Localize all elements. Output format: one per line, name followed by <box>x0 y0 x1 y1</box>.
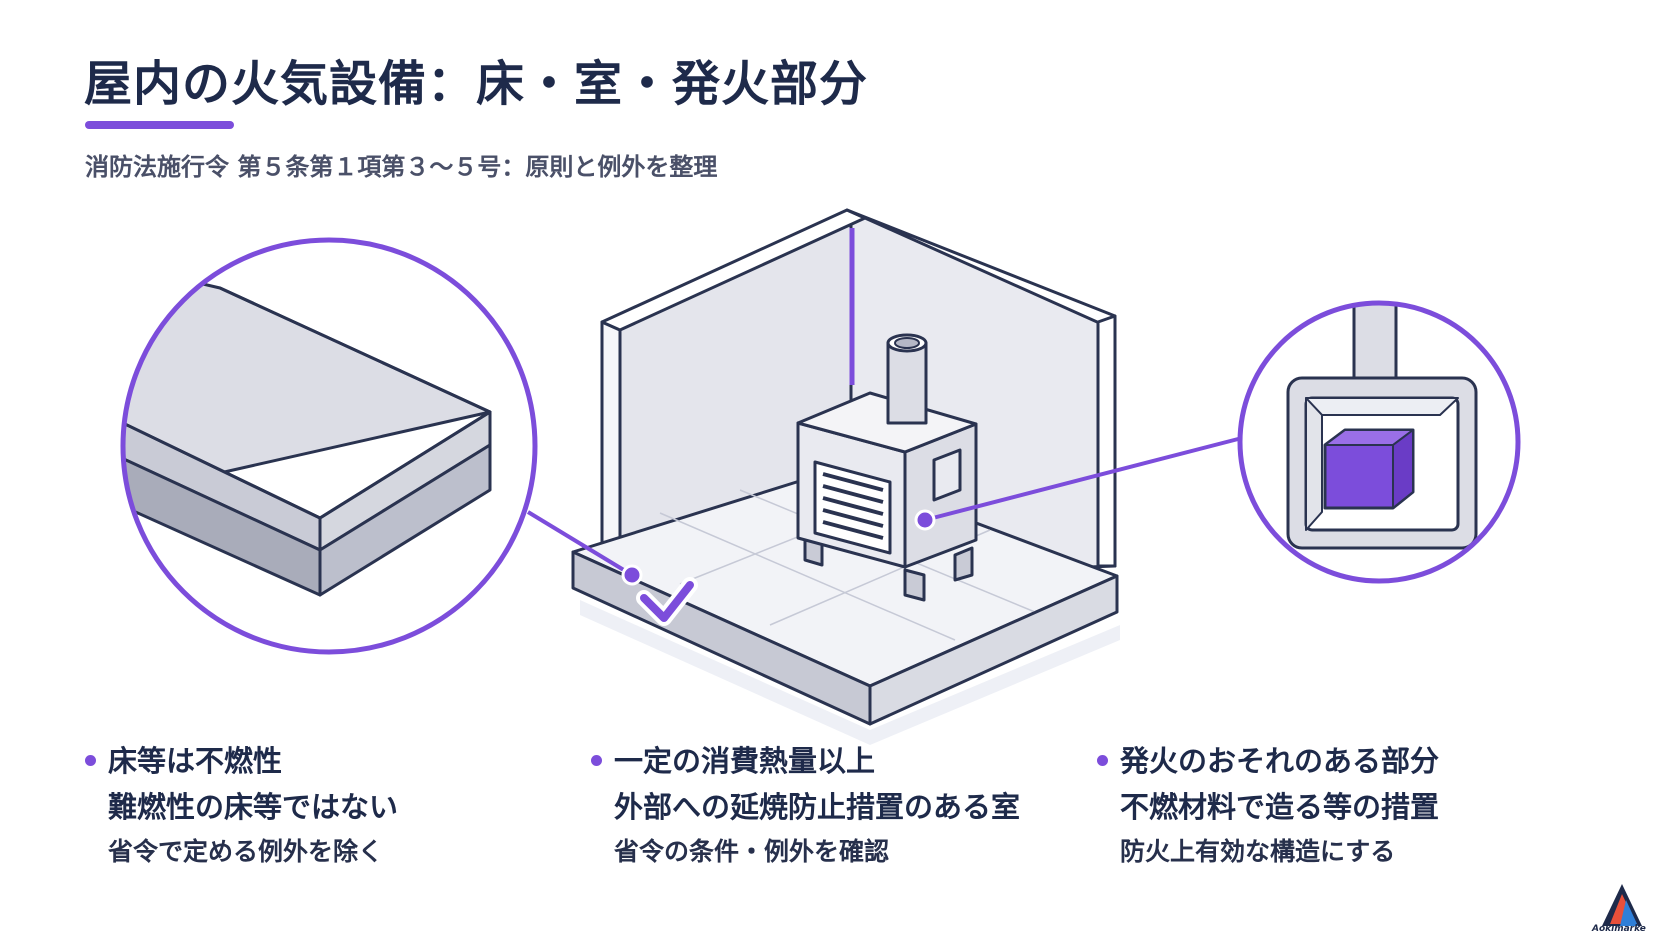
title-underline <box>85 121 234 129</box>
column-ignition-line3: 防火上有効な構造にする <box>1120 837 1396 866</box>
column-room-line3: 省令の条件・例外を確認 <box>614 837 890 866</box>
aokimarke-logo <box>1602 884 1642 926</box>
column-floor-line2: 難燃性の床等ではない <box>108 790 399 824</box>
column-floor-line3: 省令で定める例外を除く <box>108 837 384 866</box>
checkmark-icon <box>636 577 698 626</box>
column-room-line2: 外部への延焼防止措置のある室 <box>614 790 1021 824</box>
connector-left-dot <box>621 564 643 586</box>
firebox-zoom-circle <box>1237 300 1521 584</box>
column-ignition-heading: 発火のおそれのある部分 <box>1097 738 1439 784</box>
bullet-icon <box>1097 755 1108 766</box>
column-room-heading: 一定の消費熱量以上 <box>591 738 1020 784</box>
column-floor: 床等は不燃性 難燃性の床等ではない 省令で定める例外を除く <box>85 738 399 874</box>
connector-left <box>526 510 634 577</box>
column-ignition-line2: 不燃材料で造る等の措置 <box>1120 790 1440 824</box>
heater-illustration <box>796 333 978 602</box>
page-subtitle: 消防法施行令 第５条第１項第３～５号：原則と例外を整理 <box>85 153 718 181</box>
logo-text: Aokimarke <box>1592 924 1646 934</box>
bullet-icon <box>85 755 96 766</box>
connector-right-dot <box>914 509 936 531</box>
floor-zoom-circle <box>120 237 538 655</box>
connector-right <box>924 436 1243 522</box>
column-ignition: 発火のおそれのある部分 不燃材料で造る等の措置 防火上有効な構造にする <box>1097 738 1440 874</box>
page-title: 屋内の火気設備：床・室・発火部分 <box>84 56 869 112</box>
column-floor-heading: 床等は不燃性 <box>85 738 398 784</box>
column-room: 一定の消費熱量以上 外部への延焼防止措置のある室 省令の条件・例外を確認 <box>591 738 1021 874</box>
bullet-icon <box>591 755 602 766</box>
